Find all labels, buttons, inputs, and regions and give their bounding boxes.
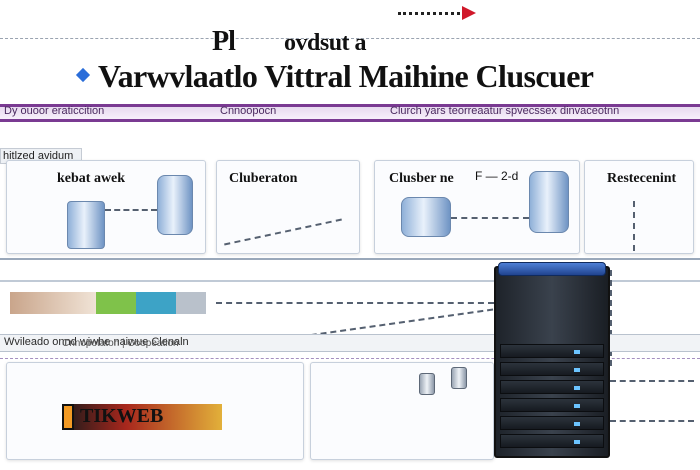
storage-box-icon (67, 201, 105, 249)
rack-unit (500, 398, 604, 412)
resource-bar-segment (96, 292, 136, 314)
panel-left: kebat awek (6, 160, 206, 254)
disk-icon (419, 373, 435, 395)
resource-bar-segment (136, 292, 176, 314)
bottom-divider (0, 358, 700, 360)
subheading-right: ovdsut a (284, 30, 367, 56)
logo-text: TIKWEB (80, 405, 164, 427)
flow-line (610, 420, 694, 422)
flow-line (216, 302, 494, 304)
rack-unit (500, 344, 604, 358)
bottom-label-sub: Cnnopotaton | Coopeation (62, 338, 179, 349)
panel-title-cluster: Cluberaton (229, 171, 298, 186)
resource-bar-segment (10, 292, 96, 314)
rack-unit (500, 362, 604, 376)
band-label-right: Clurch yars teorreaatur spvecssex dinvac… (390, 105, 620, 117)
logo-icon (62, 404, 74, 430)
rack-led (574, 368, 580, 372)
link-line (224, 218, 342, 246)
band-label-left: Dy ouoor eraticcition (4, 105, 105, 117)
rack-unit (500, 380, 604, 394)
rack-led (574, 350, 580, 354)
storage-cylinder-icon (529, 171, 569, 233)
link-line (105, 209, 157, 211)
panel-restore: Restecenint (584, 160, 694, 254)
band-label-center: Cnnoopocn (220, 105, 277, 117)
logo-tile (62, 404, 222, 430)
red-arrow-icon (462, 6, 476, 20)
section-band (0, 104, 700, 122)
rack-unit (500, 416, 604, 430)
header-divider (0, 38, 700, 40)
panel-title-cluster-node: Clusber ne (389, 171, 454, 186)
panel-cluster-node: Clusber ne F — 2-d (374, 160, 580, 254)
rack-led (574, 404, 580, 408)
storage-cylinder-icon (401, 197, 451, 237)
panel-title-left: kebat awek (57, 171, 126, 186)
flow-line (610, 270, 612, 366)
flow-line (610, 380, 694, 382)
server-rack-cap (498, 262, 606, 276)
storage-cylinder-icon (157, 175, 193, 235)
link-line (451, 217, 529, 219)
diagram-title: Varwvlaatlo Vittral Maihine Cluscuer (98, 58, 594, 94)
link-line (633, 201, 635, 251)
panel-cluster: Cluberaton (216, 160, 360, 254)
resource-bar-segment (176, 292, 206, 314)
connector-strip (0, 280, 700, 282)
disk-icon (451, 367, 467, 389)
connector-strip (0, 258, 700, 260)
rack-led (574, 386, 580, 390)
panel-annotation: F — 2-d (475, 169, 519, 183)
bottom-label-left: Wvileado onnd wiwhe naiwue Clenaln (4, 336, 189, 348)
arrow-tail (398, 12, 460, 15)
rack-led (574, 422, 580, 426)
panel-bottom-right (310, 362, 494, 460)
subheading-left: Pl (212, 26, 236, 57)
diamond-bullet-icon (75, 67, 91, 83)
panel-title-restore: Restecenint (607, 171, 677, 186)
rack-led (574, 440, 580, 444)
rack-unit (500, 434, 604, 448)
